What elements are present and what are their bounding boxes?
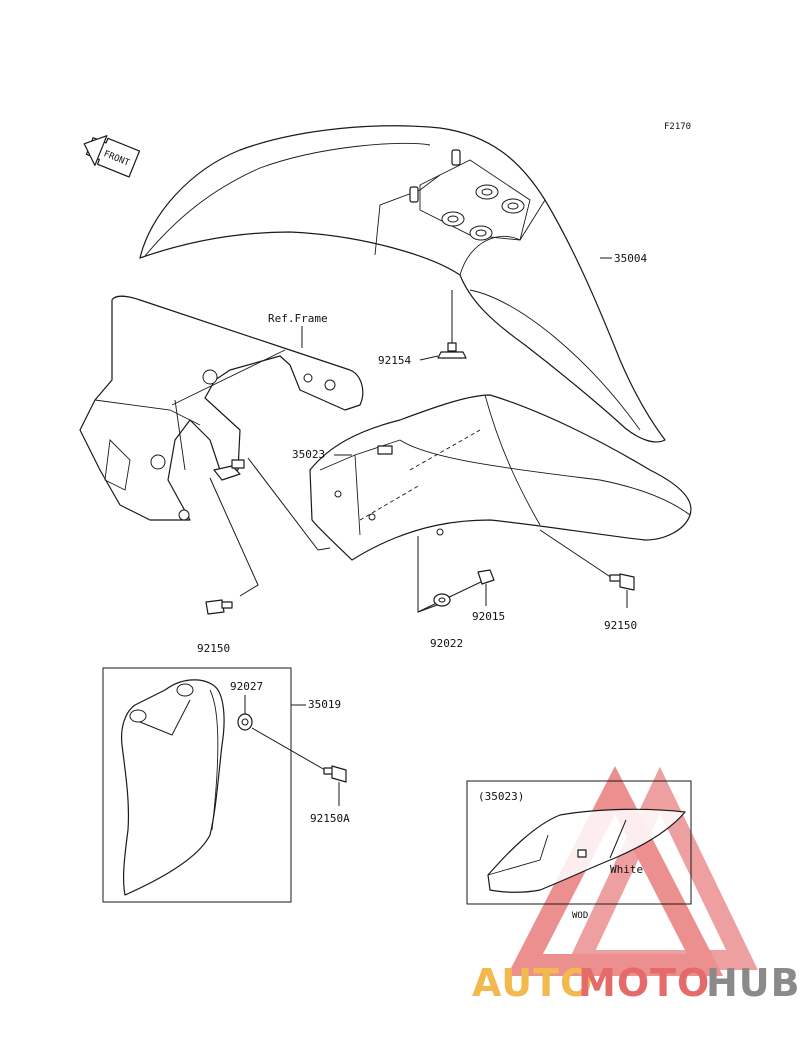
callout-frame-ref: Ref.Frame	[268, 312, 328, 325]
callout-washer: 92022	[430, 637, 463, 650]
inset-code-label: WOD	[572, 911, 588, 921]
inset-color-label: White	[610, 863, 643, 876]
bolt-left-assembly	[209, 457, 331, 597]
washer-guard	[237, 695, 326, 771]
callout-nut: 92015	[472, 610, 505, 623]
front-arrow-icon: FRONT	[83, 135, 141, 178]
mud-guard	[120, 679, 225, 896]
bolt-left	[205, 599, 233, 615]
mud-guard-box	[102, 667, 292, 903]
callout-bolt-right: 92150	[604, 619, 637, 632]
inset-box	[466, 780, 692, 905]
frame-reference	[79, 295, 364, 521]
watermark-part-auto: AUTO	[472, 961, 593, 1005]
bolt-top	[437, 290, 467, 359]
figure-code: F2170	[664, 122, 691, 132]
callout-bolt-guard: 92150A	[310, 812, 350, 825]
watermark-wordmark: AUTO MOTO HUB	[472, 961, 800, 1005]
watermark-part-hub: HUB	[706, 961, 800, 1005]
leader-bolt-top	[419, 355, 439, 361]
callout-washer-guard: 92027	[230, 680, 263, 693]
front-fender	[139, 125, 666, 443]
watermark-part-moto: MOTO	[578, 961, 710, 1005]
bolt-guard	[323, 765, 347, 806]
callout-fender-cover: 35023	[292, 448, 325, 461]
callout-front-fender: 35004	[614, 252, 647, 265]
callout-bolt-top: 92154	[378, 354, 411, 367]
fender-cover	[309, 394, 692, 561]
inset-title: (35023)	[478, 790, 524, 803]
bolt-right	[539, 529, 635, 608]
callout-mud-guard: 35019	[308, 698, 341, 711]
inset-fender-cover	[487, 808, 686, 893]
washer-nut-assembly	[417, 536, 495, 613]
callout-bolt-left: 92150	[197, 642, 230, 655]
